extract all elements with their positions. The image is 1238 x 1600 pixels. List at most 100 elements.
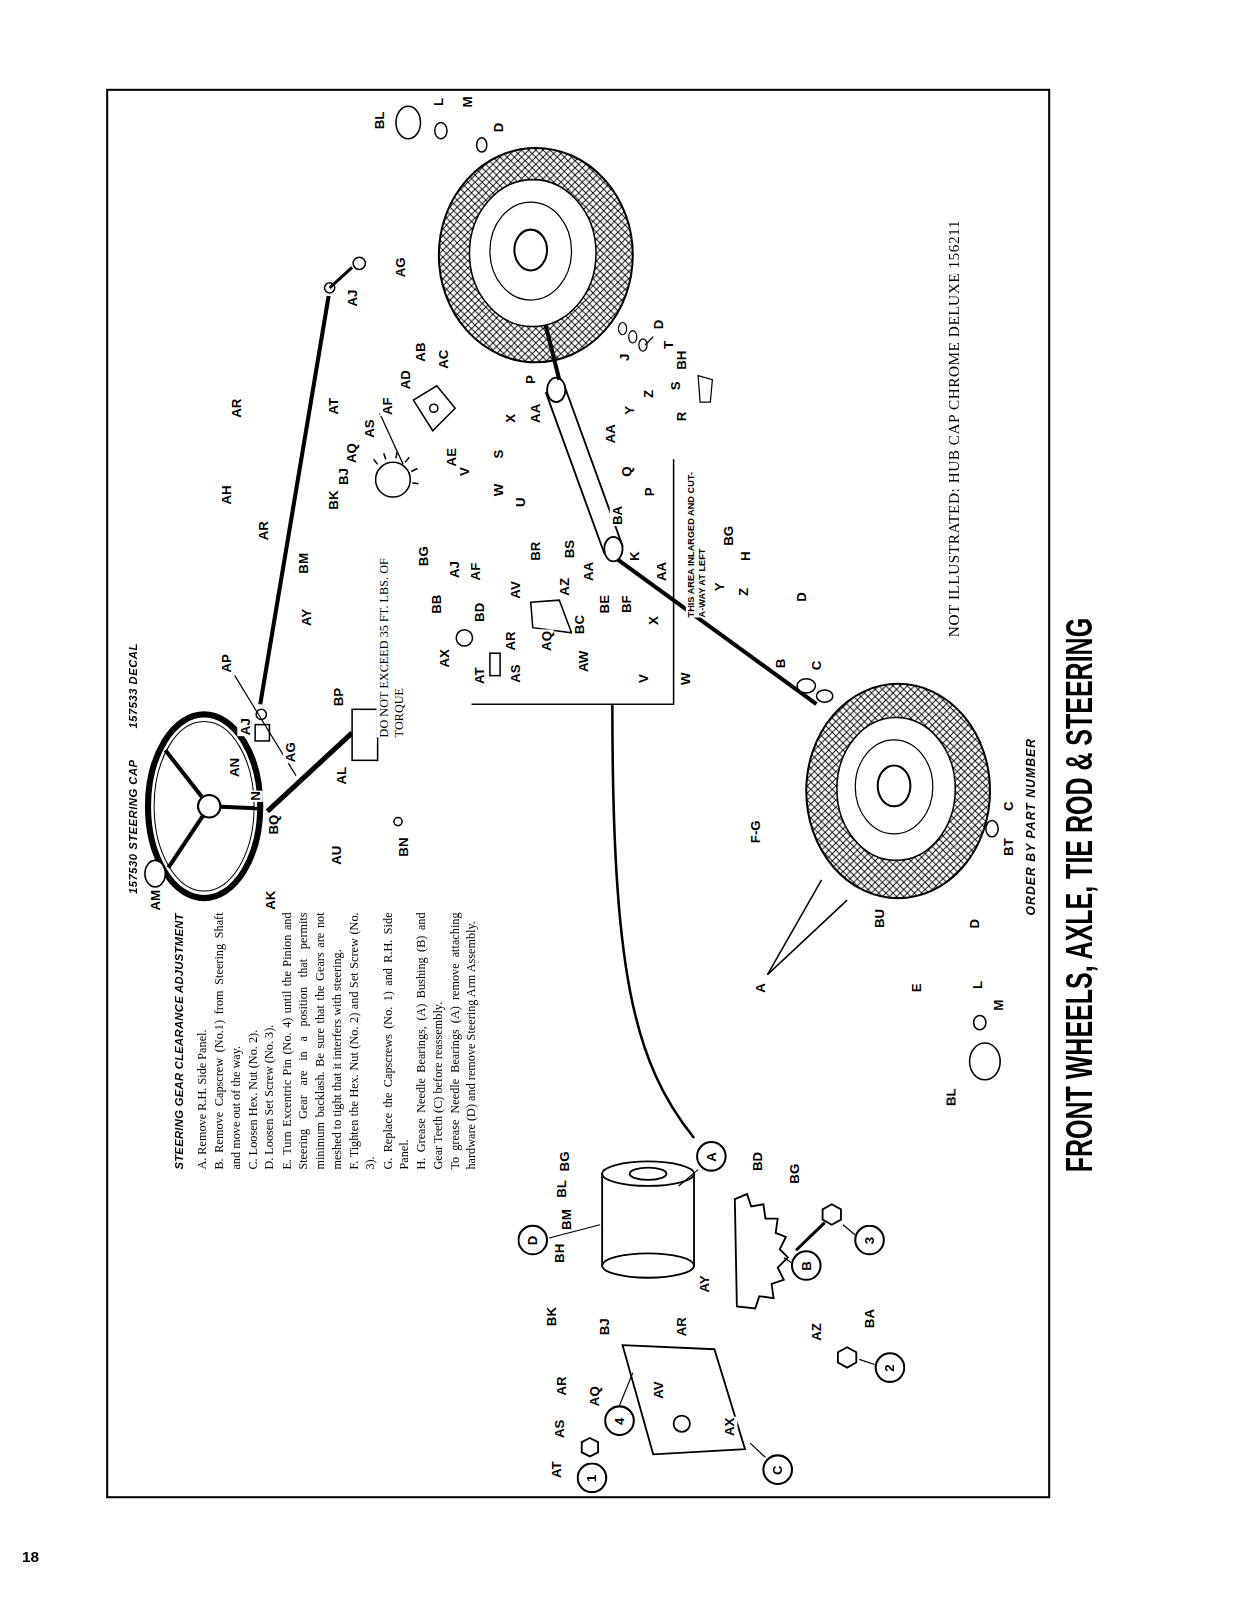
part-letter: C <box>1001 800 1016 812</box>
part-letter: P <box>641 486 656 497</box>
part-letter: S <box>490 449 505 460</box>
part-letter: AX <box>436 648 451 668</box>
upper-front-wheel-part <box>477 138 487 152</box>
part-letter: AL <box>334 766 349 786</box>
cutaway-detail-part <box>602 1253 694 1277</box>
part-letter: AA <box>654 561 669 582</box>
lower-front-wheel-part <box>797 679 815 693</box>
part-letter: Q <box>619 465 634 477</box>
part-letter: F-G <box>748 819 763 844</box>
part-letter: BH <box>552 1243 567 1264</box>
steering-shaft-part <box>394 818 402 826</box>
part-letter: W <box>490 483 505 498</box>
part-letter: E <box>909 982 924 993</box>
front-axle-part <box>698 376 712 403</box>
lower-front-wheel-part <box>855 740 933 834</box>
leader-line <box>549 1225 600 1238</box>
part-letter: R <box>674 411 689 423</box>
part-letter: Y <box>622 405 637 416</box>
bracket-note: THIS AREA INLARGED AND CUT-A-WAY AT LEFT <box>686 464 708 617</box>
instruction-step: G. Replace the Capscrews (No. 1) and R.H… <box>379 912 413 1169</box>
cutaway-detail-part <box>582 1438 598 1456</box>
steering-gear-part <box>490 653 500 675</box>
instruction-step: A. Remove R.H. Side Panel. <box>194 912 211 1169</box>
tie-rod-part <box>353 257 365 269</box>
part-letter: P <box>523 374 538 385</box>
part-letter: H <box>737 550 752 562</box>
part-letter: AJ <box>237 717 252 736</box>
part-letter: M <box>990 999 1005 1012</box>
cutaway-detail-part <box>602 1174 694 1266</box>
part-letter: BL <box>554 1179 569 1199</box>
part-letter: BF <box>619 594 634 614</box>
callout-circle: D <box>517 1225 548 1256</box>
part-letter: D <box>651 319 666 331</box>
part-letter: BG <box>557 1150 572 1172</box>
part-letter: AC <box>435 349 450 370</box>
part-number-caption: 157533 DECAL <box>127 643 139 728</box>
not-illustrated-note: NOT ILLUSTRATED: HUB CAP CHROME DELUXE 1… <box>946 220 963 637</box>
instruction-step: B. Remove Capscrew (No.1) from Steering … <box>210 912 244 1169</box>
part-letter: BU <box>872 908 887 929</box>
part-letter: AA <box>528 403 543 424</box>
lower-front-wheel-part <box>986 821 998 837</box>
part-letter: W <box>678 671 693 686</box>
part-letter: D <box>794 591 809 603</box>
part-letter: BL <box>944 1087 959 1107</box>
part-letter: AJ <box>447 560 462 579</box>
part-letter: BM <box>559 1208 574 1231</box>
callout-circle: 1 <box>577 1463 608 1494</box>
part-letter: AT <box>549 1460 564 1479</box>
part-letter: AS <box>508 663 523 683</box>
upper-front-wheel-part <box>439 148 633 362</box>
part-letter: AG <box>392 256 407 278</box>
front-axle-part <box>547 378 565 402</box>
page-frame <box>107 90 1049 1497</box>
front-axle-part <box>604 537 622 561</box>
cutaway-detail-part <box>735 1194 788 1308</box>
part-letter: B <box>773 658 788 670</box>
part-letter: AR <box>256 520 271 541</box>
callout-number: A <box>705 1152 718 1162</box>
front-axle-part <box>629 331 637 343</box>
callout-number: 3 <box>863 1236 876 1243</box>
lower-front-wheel-part <box>837 717 955 860</box>
cutaway-detail <box>582 1161 857 1456</box>
front-axle <box>541 306 817 704</box>
part-letter: A <box>753 982 768 994</box>
tie-rod-part <box>255 725 269 741</box>
part-letter: AX <box>722 1417 737 1437</box>
upper-front-wheel-part <box>435 122 447 138</box>
part-letter: AR <box>554 1375 569 1396</box>
callout-number: B <box>800 1261 813 1271</box>
leader-line <box>843 1225 855 1235</box>
instruction-heading: STEERING GEAR CLEARANCE ADJUSTMENT <box>173 912 185 1169</box>
part-letter: AB <box>413 342 428 363</box>
part-letter: AY <box>299 608 314 627</box>
leader-line <box>380 413 403 464</box>
leader-line <box>679 1170 698 1186</box>
steering-wheel <box>145 714 260 898</box>
part-letter: AQ <box>538 630 553 652</box>
instruction-step: F. Tighten the Hex. Nut (No. 2) and Set … <box>345 912 379 1169</box>
part-letter: AU <box>329 845 344 866</box>
instruction-step: D. Loosen Set Screw (No. 3). <box>261 912 278 1169</box>
callout-number: 2 <box>883 1364 896 1371</box>
callout-circle: 4 <box>604 1405 635 1436</box>
part-letter: N <box>247 790 262 802</box>
leader-lines <box>235 337 875 1458</box>
torque-note: DO NOT EXCEED 35 FT. LBS. OF TORQUE <box>377 518 408 737</box>
part-letter: BK <box>543 1306 558 1327</box>
callout-number: 4 <box>613 1417 626 1424</box>
part-letter: AR <box>503 630 518 651</box>
part-letter: AE <box>443 447 458 467</box>
instruction-block: STEERING GEAR CLEARANCE ADJUSTMENT A. Rem… <box>173 912 480 1169</box>
steering-arm-part <box>413 386 455 431</box>
leader-line <box>620 1373 633 1406</box>
steering-gear-part <box>531 600 572 633</box>
lower-front-wheel-part <box>878 765 911 806</box>
callout-circle: B <box>791 1250 822 1281</box>
part-letter: D <box>967 918 982 930</box>
